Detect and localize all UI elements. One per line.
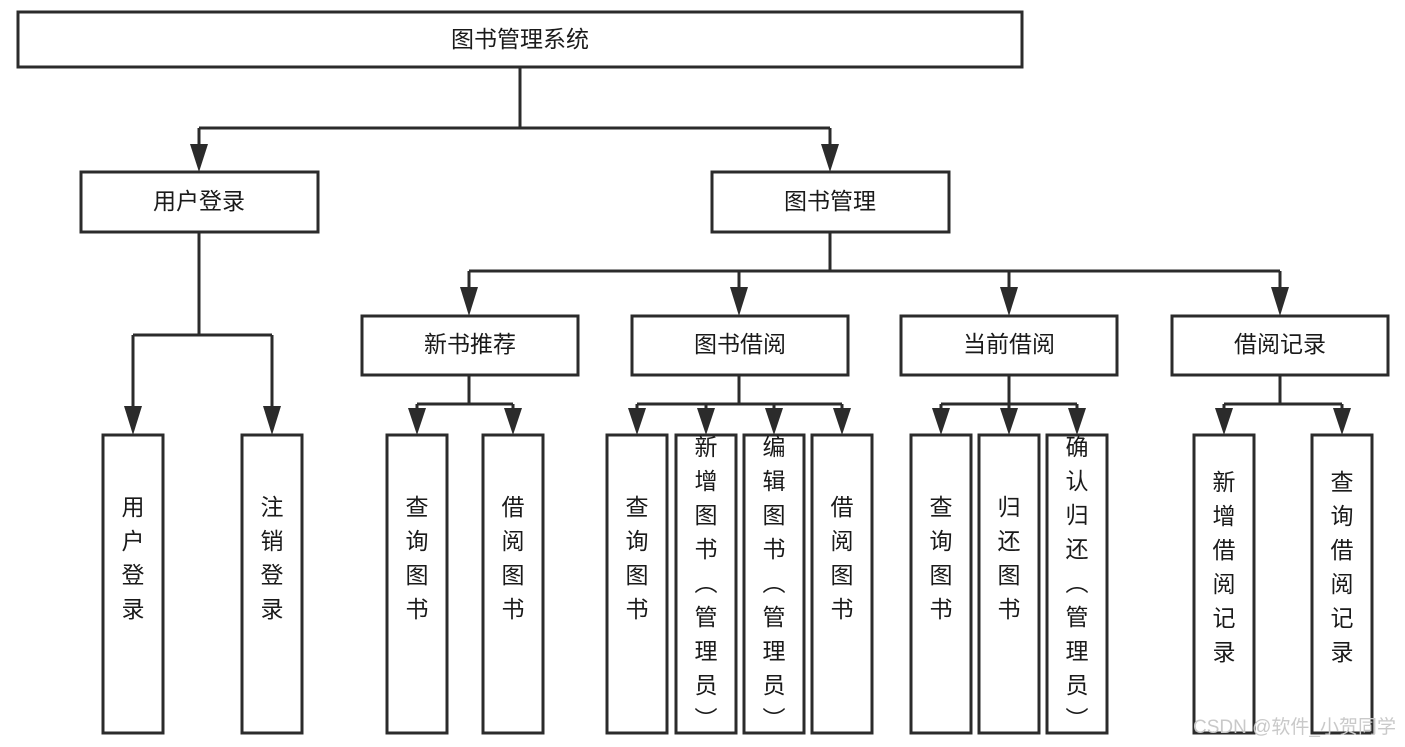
- leaf-record-add[interactable]: 新增借阅记录: [1192, 433, 1256, 735]
- arrow-head-borrow-add-book: [697, 408, 715, 435]
- leaf-current-return-book[interactable]: 归还图书: [977, 433, 1041, 735]
- leaf-borrow-borrow-book-box[interactable]: [810, 433, 874, 735]
- node-current-borrow-box[interactable]: [899, 314, 1119, 377]
- arrow-head-borrow-edit-book: [765, 408, 783, 435]
- node-user-login[interactable]: 用户登录: [79, 170, 320, 234]
- leaf-borrow-edit-book-box[interactable]: [742, 433, 806, 735]
- node-book-borrow[interactable]: 图书借阅: [630, 314, 850, 377]
- node-borrow-record[interactable]: 借阅记录: [1170, 314, 1390, 377]
- node-book-borrow-box[interactable]: [630, 314, 850, 377]
- node-new-book-recommend[interactable]: 新书推荐: [360, 314, 580, 377]
- leaf-recommend-query-book-label: 查询图书: [406, 494, 429, 622]
- arrow-head-recommend-query-book: [408, 408, 426, 435]
- node-root-box[interactable]: [16, 10, 1024, 69]
- node-borrow-record-box[interactable]: [1170, 314, 1390, 377]
- leaf-current-query-book[interactable]: 查询图书: [909, 433, 973, 735]
- leaf-current-return-book-box[interactable]: [977, 433, 1041, 735]
- arrow-head-leaf-user-login: [124, 406, 142, 435]
- node-book-manage-box[interactable]: [710, 170, 951, 234]
- leaf-logout[interactable]: 注销登录: [240, 433, 304, 735]
- leaf-recommend-borrow-book[interactable]: 借阅图书: [481, 433, 545, 735]
- arrow-head-borrow-record: [1271, 287, 1289, 316]
- arrow-head-user-login: [190, 144, 208, 172]
- leaf-current-return-book-label: 归还图书: [998, 494, 1021, 622]
- arrow-head-current-return-book: [1000, 408, 1018, 435]
- leaf-borrow-add-book[interactable]: 新增图书︵管理员︶: [674, 433, 738, 735]
- arrow-head-current-confirm-return: [1068, 408, 1086, 435]
- node-current-borrow-label: 当前借阅: [963, 331, 1055, 357]
- leaf-current-query-book-label: 查询图书: [930, 494, 953, 622]
- arrow-head-new-book-recommend: [460, 287, 478, 316]
- node-user-login-box[interactable]: [79, 170, 320, 234]
- leaf-recommend-borrow-book-box[interactable]: [481, 433, 545, 735]
- node-root[interactable]: 图书管理系统: [16, 10, 1024, 69]
- watermark-label: CSDN @软件_小贺同学: [1193, 716, 1396, 738]
- arrow-head-current-query-book: [932, 408, 950, 435]
- arrow-head-record-query: [1333, 408, 1351, 435]
- leaf-borrow-query-book[interactable]: 查询图书: [605, 433, 669, 735]
- arrow-head-borrow-borrow-book: [833, 408, 851, 435]
- leaf-user-login-box[interactable]: [101, 433, 165, 735]
- leaf-current-confirm-return[interactable]: 确认归还︵管理员︶: [1045, 433, 1109, 735]
- arrow-head-current-borrow: [1000, 287, 1018, 316]
- leaf-logout-box[interactable]: [240, 433, 304, 735]
- node-user-login-label: 用户登录: [153, 188, 245, 214]
- node-borrow-record-label: 借阅记录: [1234, 331, 1326, 357]
- node-new-book-recommend-label: 新书推荐: [424, 331, 516, 357]
- leaf-borrow-edit-book[interactable]: 编辑图书︵管理员︶: [742, 433, 806, 735]
- leaf-record-query[interactable]: 查询借阅记录: [1310, 433, 1374, 735]
- leaf-current-confirm-return-box[interactable]: [1045, 433, 1109, 735]
- arrow-head-book-borrow: [730, 287, 748, 316]
- leaf-user-login-label: 用户登录: [122, 494, 145, 622]
- arrow-head-record-add: [1215, 408, 1233, 435]
- leaf-borrow-edit-book-label: 编辑图书︵管理员︶: [763, 434, 786, 732]
- leaf-recommend-query-book[interactable]: 查询图书: [385, 433, 449, 735]
- leaf-current-confirm-return-label: 确认归还︵管理员︶: [1066, 434, 1089, 732]
- leaf-record-query-box[interactable]: [1310, 433, 1374, 735]
- leaf-record-add-label: 新增借阅记录: [1213, 469, 1236, 665]
- arrow-head-leaf-logout: [263, 406, 281, 435]
- node-book-manage-label: 图书管理: [784, 188, 876, 214]
- arrow-head-book-manage: [821, 144, 839, 172]
- leaf-borrow-add-book-label: 新增图书︵管理员︶: [695, 434, 718, 732]
- arrow-head-borrow-query-book: [628, 408, 646, 435]
- node-new-book-recommend-box[interactable]: [360, 314, 580, 377]
- node-book-manage[interactable]: 图书管理: [710, 170, 951, 234]
- leaf-recommend-borrow-book-label: 借阅图书: [502, 494, 525, 622]
- leaf-borrow-borrow-book-label: 借阅图书: [831, 494, 854, 622]
- leaf-user-login[interactable]: 用户登录: [101, 433, 165, 735]
- node-current-borrow[interactable]: 当前借阅: [899, 314, 1119, 377]
- node-root-label: 图书管理系统: [451, 26, 589, 52]
- leaf-borrow-borrow-book[interactable]: 借阅图书: [810, 433, 874, 735]
- leaf-borrow-add-book-box[interactable]: [674, 433, 738, 735]
- leaf-current-query-book-box[interactable]: [909, 433, 973, 735]
- leaf-borrow-query-book-label: 查询图书: [626, 494, 649, 622]
- leaf-record-add-box[interactable]: [1192, 433, 1256, 735]
- node-book-borrow-label: 图书借阅: [694, 331, 786, 357]
- arrow-head-recommend-borrow-book: [504, 408, 522, 435]
- leaf-recommend-query-book-box[interactable]: [385, 433, 449, 735]
- leaf-record-query-label: 查询借阅记录: [1331, 469, 1354, 665]
- connector-layer: [124, 67, 1351, 435]
- leaf-logout-label: 注销登录: [261, 494, 284, 622]
- leaf-borrow-query-book-box[interactable]: [605, 433, 669, 735]
